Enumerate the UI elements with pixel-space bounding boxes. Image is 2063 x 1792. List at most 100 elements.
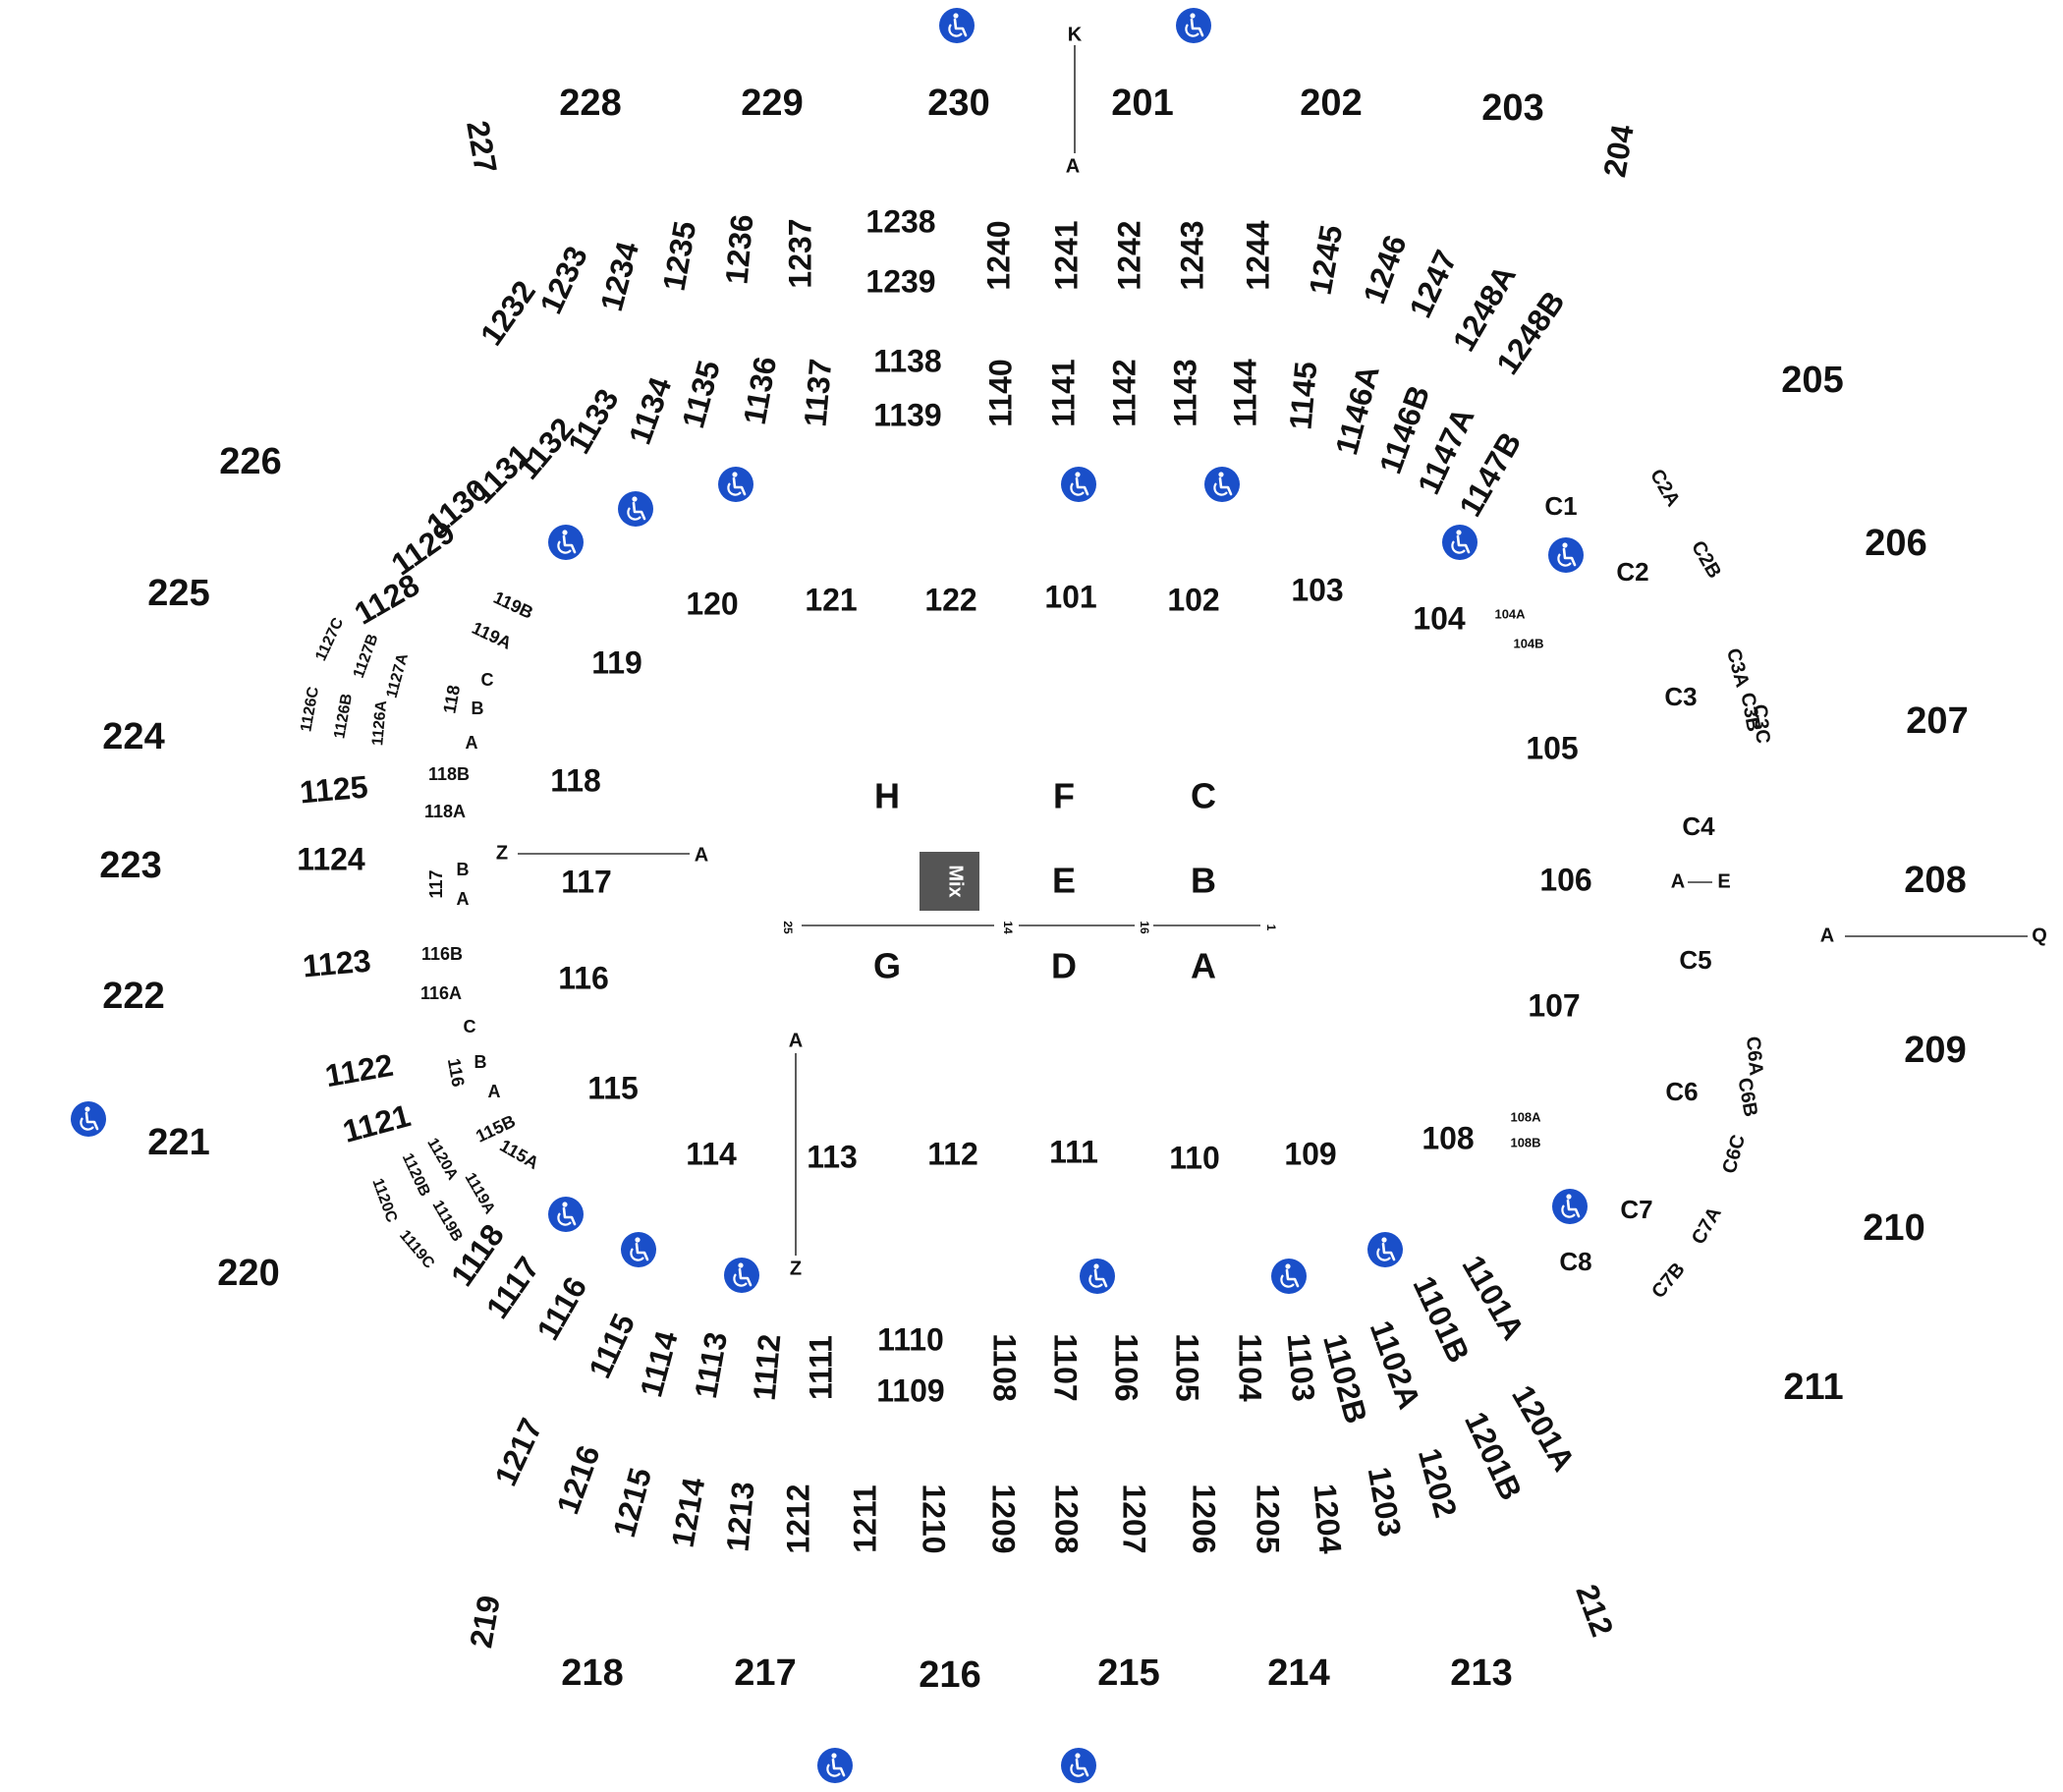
section-label[interactable]: 108	[1422, 1120, 1474, 1155]
section-label[interactable]: 225	[147, 573, 209, 614]
section-label[interactable]: 212	[1569, 1580, 1620, 1641]
section-label[interactable]: 105	[1526, 730, 1578, 765]
section-label[interactable]: 1109	[876, 1372, 944, 1408]
section-label[interactable]: 201	[1111, 83, 1173, 124]
section-label[interactable]: 1139	[873, 397, 941, 432]
section-label[interactable]: 230	[927, 83, 989, 124]
section-label[interactable]: 228	[559, 83, 621, 124]
section-label[interactable]: 102	[1167, 582, 1219, 617]
section-label[interactable]: 1136	[737, 354, 784, 427]
section-label[interactable]: 1125	[299, 769, 369, 811]
section-label[interactable]: C	[1191, 776, 1216, 816]
section-label[interactable]: 1201B	[1458, 1407, 1529, 1506]
section-label[interactable]: 1105	[1170, 1333, 1205, 1401]
section-label[interactable]: 118A	[424, 802, 466, 821]
section-label[interactable]: 1134	[622, 372, 679, 449]
section-label[interactable]: 1204	[1308, 1483, 1349, 1555]
section-label[interactable]: C4	[1682, 812, 1715, 841]
section-label[interactable]: 206	[1865, 523, 1926, 564]
section-label[interactable]: 108B	[1510, 1135, 1540, 1149]
section-label[interactable]: 1110	[877, 1321, 944, 1357]
section-label[interactable]: 1144	[1227, 359, 1262, 427]
section-label[interactable]: 1119B	[429, 1198, 466, 1245]
section-label[interactable]: 115	[587, 1070, 639, 1105]
section-label[interactable]: 1120B	[399, 1150, 433, 1199]
section-label[interactable]: 104A	[1494, 606, 1526, 621]
section-label[interactable]: 209	[1904, 1030, 1966, 1071]
section-label[interactable]: 1102B	[1316, 1330, 1374, 1428]
section-label[interactable]: 208	[1904, 860, 1966, 901]
section-label[interactable]: 103	[1291, 572, 1343, 607]
section-label[interactable]: C2B	[1687, 537, 1725, 583]
section-label[interactable]: 1106	[1109, 1333, 1144, 1401]
section-label[interactable]: 1235	[656, 218, 703, 293]
section-label[interactable]: A	[1191, 946, 1216, 986]
section-label[interactable]: 1135	[675, 357, 727, 431]
section-label[interactable]: 1120C	[368, 1176, 400, 1225]
section-label[interactable]: 1238	[865, 203, 935, 239]
section-label[interactable]: 116	[558, 960, 609, 995]
section-label[interactable]: 111	[1049, 1134, 1098, 1169]
section-label[interactable]: 1126C	[298, 685, 322, 733]
section-label[interactable]: 226	[219, 441, 281, 482]
section-label[interactable]: 1108	[987, 1333, 1023, 1401]
section-label[interactable]: 1205	[1251, 1484, 1286, 1553]
section-label[interactable]: 203	[1481, 87, 1543, 129]
section-label[interactable]: 112	[927, 1136, 978, 1171]
section-label[interactable]: 1128	[349, 567, 425, 632]
section-label[interactable]: 119A	[469, 618, 515, 653]
section-label[interactable]: 1142	[1106, 359, 1142, 426]
section-label[interactable]: 1133	[561, 383, 626, 460]
section-label[interactable]: E	[1052, 861, 1076, 901]
section-label[interactable]: 1126B	[331, 693, 356, 741]
section-label[interactable]: 1216	[550, 1441, 607, 1519]
section-label[interactable]: 1122	[322, 1047, 396, 1094]
section-label[interactable]: 1237	[782, 218, 817, 288]
section-label[interactable]: 122	[924, 582, 976, 617]
section-label[interactable]: 1246	[1357, 231, 1414, 308]
section-label[interactable]: G	[873, 946, 901, 986]
section-label[interactable]: C3	[1664, 682, 1697, 711]
section-label[interactable]: 116A	[420, 983, 462, 1003]
section-label[interactable]: 106	[1539, 862, 1591, 897]
section-label[interactable]: C2A	[1645, 466, 1684, 511]
section-label[interactable]: D	[1051, 946, 1077, 986]
section-label[interactable]: 1206	[1187, 1484, 1222, 1553]
section-label[interactable]: 1143	[1167, 359, 1202, 426]
section-label[interactable]: 1104	[1233, 1333, 1268, 1402]
section-label[interactable]: 1233	[532, 241, 594, 319]
section-label[interactable]: 120	[686, 586, 738, 621]
section-label[interactable]: C6C	[1719, 1133, 1751, 1176]
section-label[interactable]: C3A	[1722, 646, 1754, 690]
section-label[interactable]: 1212	[780, 1484, 815, 1553]
section-label[interactable]: 1102A	[1364, 1316, 1427, 1413]
section-label[interactable]: 1244	[1240, 220, 1275, 290]
section-label[interactable]: 1103	[1281, 1332, 1322, 1403]
section-label[interactable]: C3C	[1749, 703, 1773, 745]
section-label[interactable]: 217	[734, 1652, 796, 1694]
section-label[interactable]: 117	[561, 864, 612, 899]
section-label[interactable]: 213	[1450, 1652, 1512, 1694]
section-label[interactable]: C6B	[1733, 1076, 1761, 1118]
section-label[interactable]: 1214	[665, 1475, 712, 1550]
section-label[interactable]: 1217	[487, 1413, 549, 1491]
section-label[interactable]: 1112	[747, 1333, 788, 1403]
section-label[interactable]: C6	[1665, 1077, 1698, 1106]
section-label[interactable]: C6A	[1742, 1036, 1766, 1077]
section-label[interactable]: 107	[1528, 987, 1580, 1023]
section-label[interactable]: 104	[1413, 600, 1466, 636]
section-label[interactable]: 101	[1044, 579, 1096, 614]
section-label[interactable]: 1247	[1402, 245, 1464, 323]
section-label[interactable]: 1127A	[384, 651, 413, 700]
section-label[interactable]: 202	[1300, 83, 1362, 124]
section-label[interactable]: 1232	[474, 274, 542, 352]
section-label[interactable]: 104B	[1513, 636, 1543, 650]
section-label[interactable]: C7B	[1647, 1259, 1690, 1303]
section-label[interactable]: 1146A	[1328, 362, 1386, 459]
section-label[interactable]: 1210	[917, 1484, 952, 1553]
section-label[interactable]: H	[874, 776, 900, 816]
section-label[interactable]: 114	[686, 1136, 737, 1171]
section-label[interactable]: 113	[807, 1139, 858, 1174]
section-label[interactable]: 121	[805, 582, 857, 617]
section-label[interactable]: 118B	[428, 764, 470, 784]
